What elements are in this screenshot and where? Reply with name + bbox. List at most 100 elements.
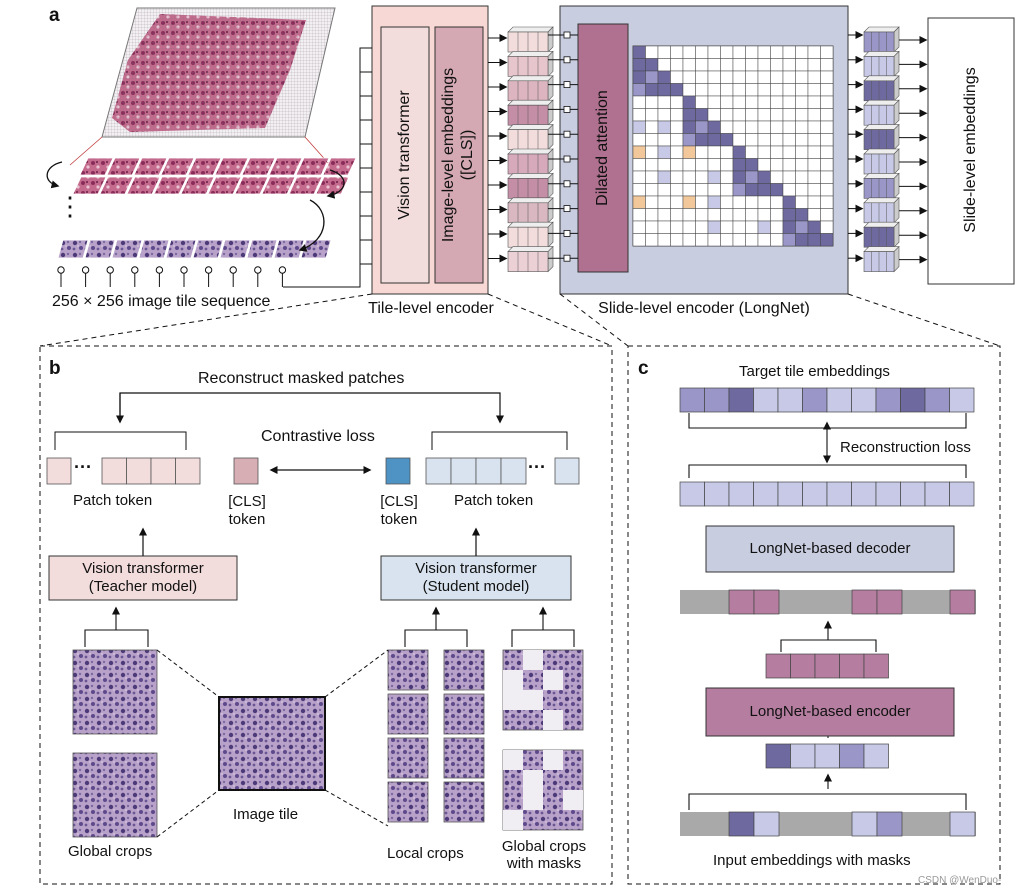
matrix-cell: [757, 170, 771, 184]
matrix-cell: [657, 95, 671, 109]
matrix-cell: [707, 233, 721, 247]
student-patch-token: [425, 457, 452, 485]
encoder-input-cell: [790, 743, 816, 769]
slide-input-port: [563, 56, 571, 64]
matrix-cell: [732, 58, 746, 72]
matrix-cell: [632, 120, 646, 134]
matrix-cell: [720, 95, 734, 109]
matrix-cell: [657, 220, 671, 234]
target-embedding-cell: [777, 387, 803, 413]
local-crop-image: [387, 693, 429, 735]
cls-label-a: Image-level embeddings ([CLS]): [440, 67, 477, 243]
crop-brackets: [84, 606, 575, 647]
matrix-cell: [782, 158, 796, 172]
cls-box-a: [434, 26, 484, 284]
mask-patch: [523, 770, 543, 790]
matrix-cell: [782, 233, 796, 247]
tile-thumb: [165, 239, 197, 259]
matrix-cell: [820, 158, 834, 172]
matrix-cell: [770, 183, 784, 197]
matrix-cell: [695, 120, 709, 134]
crop-images: [72, 649, 584, 838]
encoder-output-cell: [863, 653, 889, 679]
slide-output-cell-top: [863, 148, 900, 155]
local-crop-image: [443, 693, 485, 735]
matrix-cell: [695, 170, 709, 184]
matrix-cell: [720, 83, 734, 97]
matrix-cell: [695, 220, 709, 234]
reconstruct-label: Reconstruct masked patches: [198, 370, 405, 387]
decoded-embedding-cell: [900, 481, 926, 507]
target-embedding-cell: [704, 387, 730, 413]
matrix-cell: [645, 58, 659, 72]
mask-patch: [503, 810, 523, 830]
matrix-cell: [732, 183, 746, 197]
matrix-cell: [807, 133, 821, 147]
masked-input-bar: [680, 812, 976, 836]
matrix-cell: [782, 170, 796, 184]
matrix-cell: [795, 170, 809, 184]
matrix-cell: [707, 58, 721, 72]
matrix-cell: [670, 120, 684, 134]
matrix-cell: [657, 158, 671, 172]
matrix-cell: [820, 183, 834, 197]
matrix-cell: [645, 183, 659, 197]
matrix-cell: [670, 108, 684, 122]
matrix-cell: [707, 45, 721, 59]
teacher-patch-token: [46, 457, 72, 485]
matrix-cell: [732, 120, 746, 134]
encoder-output-cell: [839, 653, 865, 679]
tile-thumb: [273, 239, 305, 259]
matrix-cell: [682, 208, 696, 222]
matrix-cell: [745, 208, 759, 222]
encoder-input-cell: [839, 743, 865, 769]
masked-input-cell: [949, 811, 976, 837]
encoded-visible-cell: [876, 589, 903, 615]
decoded-embedding-cell: [875, 481, 901, 507]
mask-patch: [503, 690, 523, 710]
pin-head: [131, 266, 139, 274]
matrix-cell: [820, 208, 834, 222]
target-embedding-cell: [900, 387, 926, 413]
mask-patch: [523, 650, 543, 670]
matrix-cell: [657, 83, 671, 97]
tile-thumb: [192, 239, 224, 259]
panel-label-b: b: [49, 358, 61, 379]
decoded-embedding-cell: [753, 481, 779, 507]
matrix-cell: [745, 83, 759, 97]
crop-dashed-lines: [156, 649, 389, 838]
matrix-cell: [745, 220, 759, 234]
tile-thumb: [180, 176, 215, 195]
slide-input-port: [563, 31, 571, 39]
encoded-visible-cell: [949, 589, 976, 615]
cls-embedding-cell-top: [507, 26, 554, 33]
panel-c-frame: [627, 345, 1001, 885]
matrix-cell: [657, 183, 671, 197]
matrix-cell: [657, 133, 671, 147]
matrix-cell: [807, 70, 821, 84]
matrix-cell: [820, 145, 834, 159]
matrix-cell: [670, 83, 684, 97]
matrix-cell: [695, 83, 709, 97]
vit-box-a: [380, 26, 430, 284]
matrix-cell: [645, 145, 659, 159]
matrix-cell: [707, 95, 721, 109]
decoder-input-bar: [680, 590, 976, 614]
matrix-cell: [782, 45, 796, 59]
matrix-cell: [645, 195, 659, 209]
matrix-cell: [682, 170, 696, 184]
tile-thumb: [111, 239, 143, 259]
matrix-cell: [682, 145, 696, 159]
teacher-patch-token: [150, 457, 176, 485]
matrix-cell: [782, 95, 796, 109]
matrix-cell: [632, 183, 646, 197]
matrix-cell: [807, 220, 821, 234]
matrix-cell: [745, 233, 759, 247]
matrix-cell: [770, 170, 784, 184]
target-embedding-cell: [875, 387, 901, 413]
target-embedding-cell: [826, 387, 852, 413]
matrix-cell: [745, 45, 759, 59]
matrix-cell: [707, 208, 721, 222]
